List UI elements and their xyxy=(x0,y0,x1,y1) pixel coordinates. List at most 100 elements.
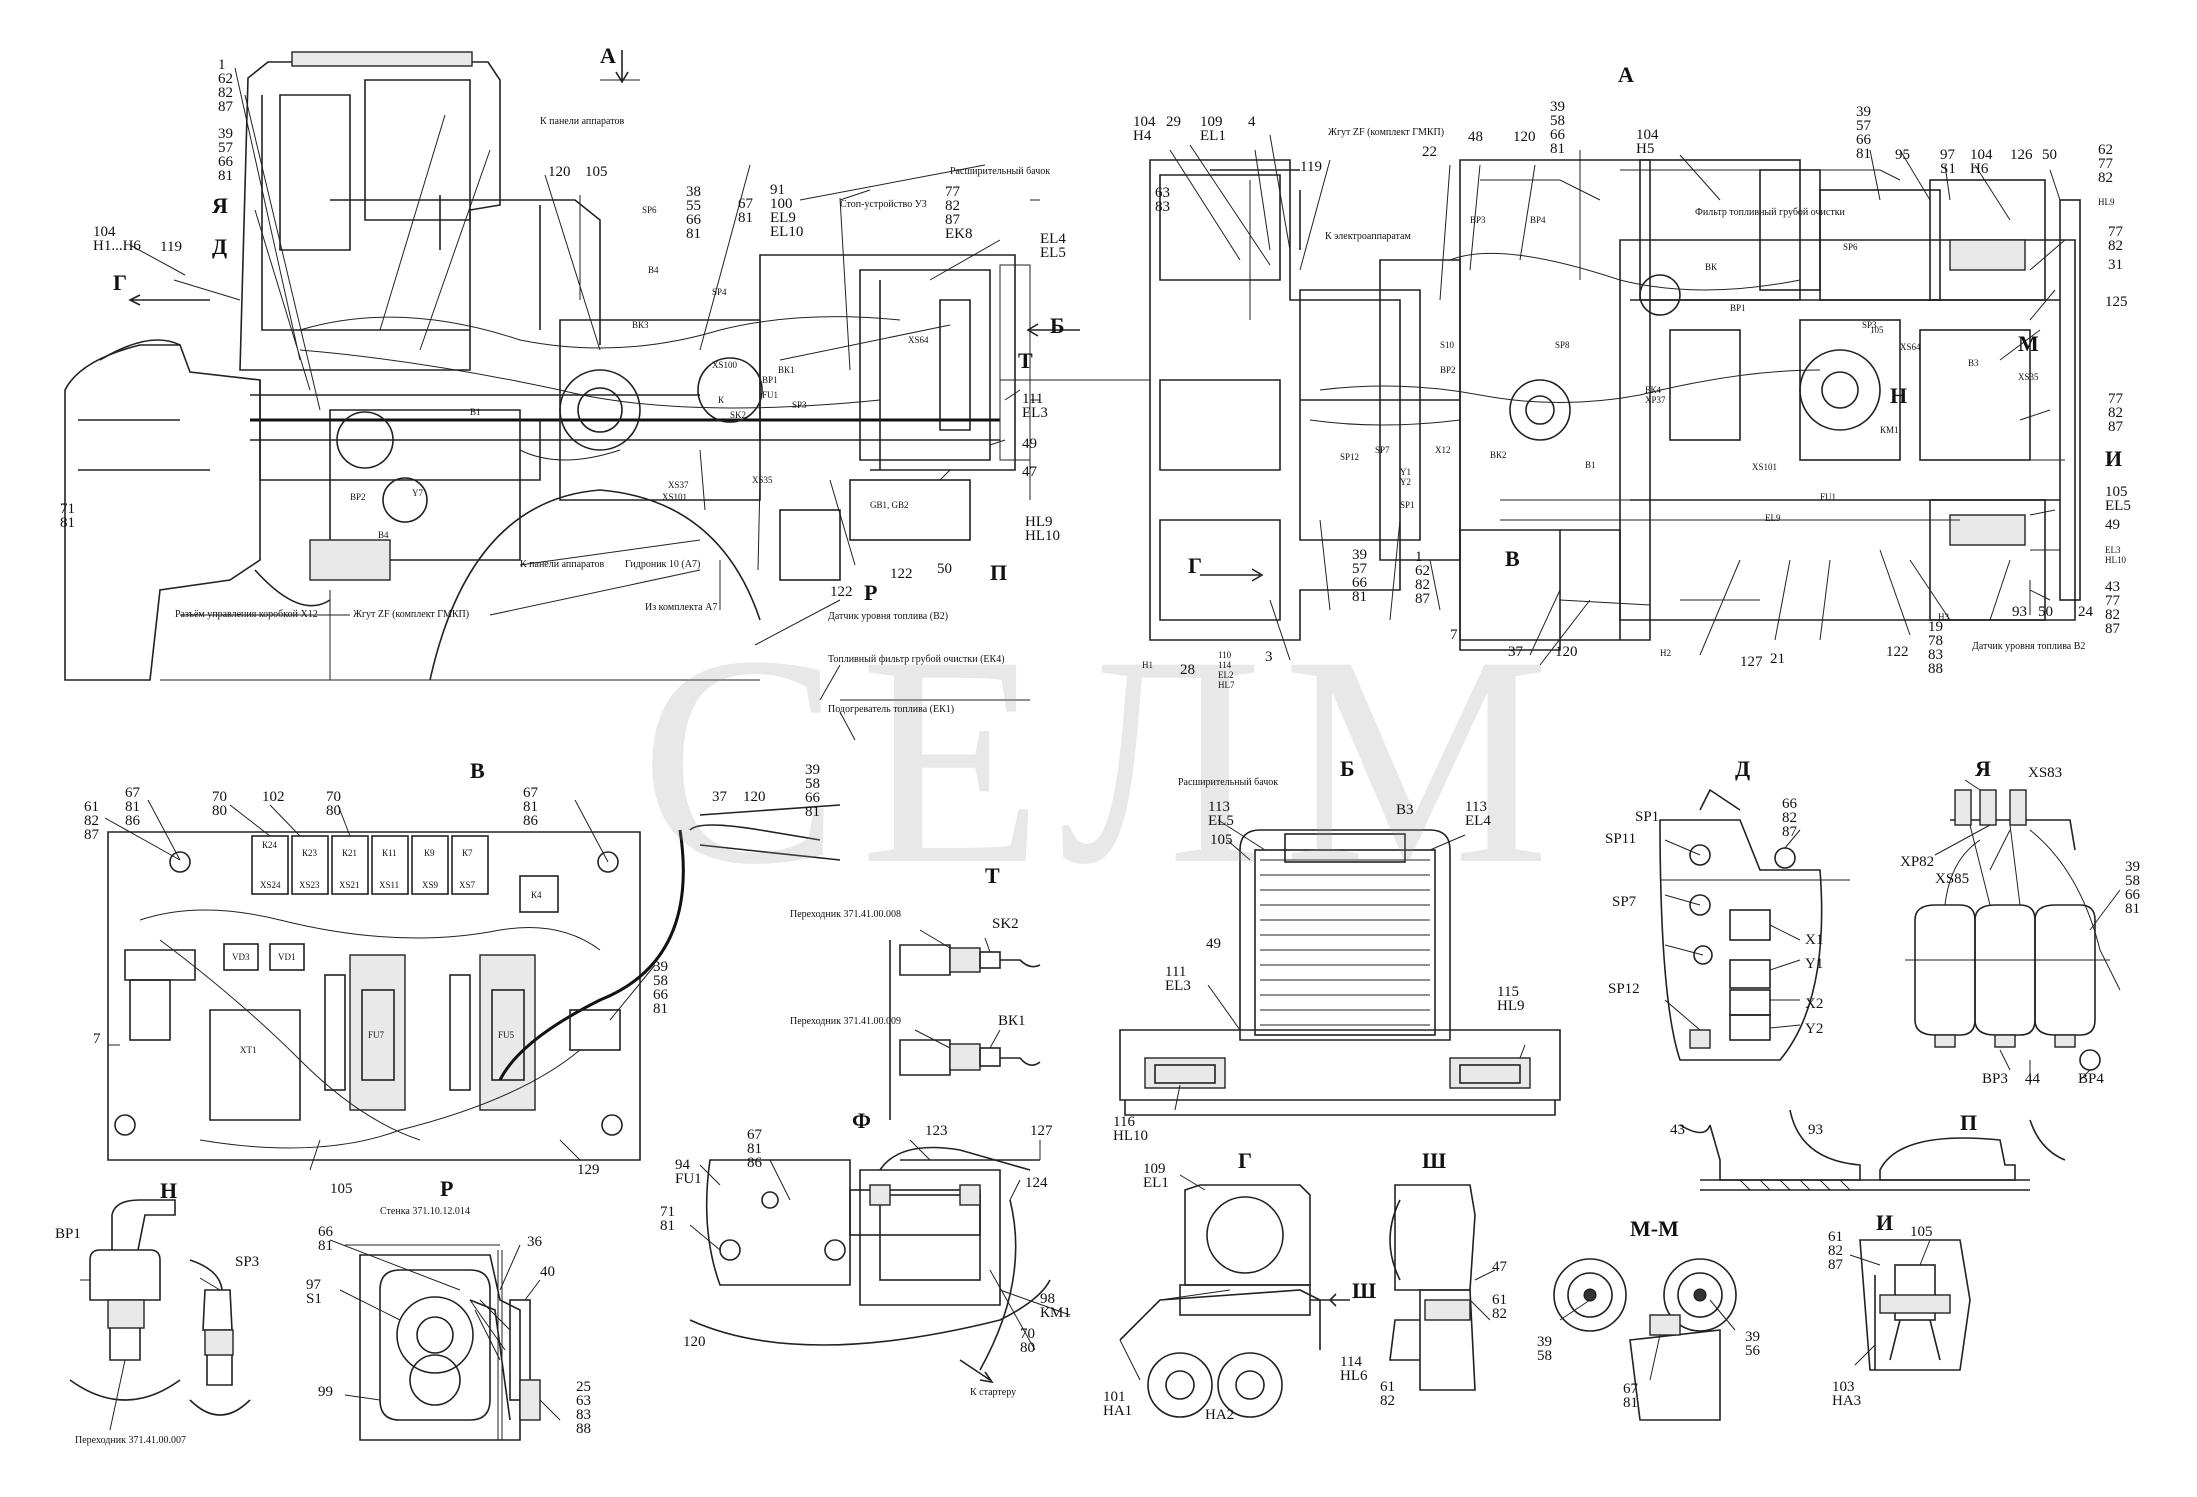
label: ВК3 xyxy=(632,320,649,330)
view-title-t: Т xyxy=(985,863,1000,888)
label: 95 xyxy=(1895,147,1910,163)
label: И xyxy=(2105,446,2123,471)
caption-gidronik: Гидроник 10 (А7) xyxy=(625,559,701,570)
view-title-i: И xyxy=(1876,1210,1894,1235)
label: 67 81 86 xyxy=(747,1127,762,1171)
label: HL9 HL10 xyxy=(1025,514,1060,544)
view-title-side: А xyxy=(600,43,616,68)
label: X12 xyxy=(1435,445,1451,455)
label: BP2 xyxy=(1440,365,1456,375)
label: 113 EL5 xyxy=(1208,799,1234,829)
label: 119 xyxy=(160,239,182,255)
label: В1 xyxy=(1585,460,1596,470)
label: К xyxy=(718,395,725,405)
label: 22 xyxy=(1422,144,1437,160)
label: 102 xyxy=(262,789,285,805)
label: ВК xyxy=(1705,262,1718,272)
label: 50 xyxy=(2038,604,2053,620)
view-title-v: В xyxy=(470,758,485,783)
label: XS11 xyxy=(379,880,400,890)
label: X1 xyxy=(1805,932,1824,948)
label: 61 82 xyxy=(1492,1292,1507,1322)
label: SP12 xyxy=(1608,981,1640,997)
label: 40 xyxy=(540,1264,555,1280)
view-title-b: Б xyxy=(1340,756,1355,781)
label: SP4 xyxy=(712,287,727,297)
label: FU1 xyxy=(762,390,779,400)
label: SP3 xyxy=(235,1254,260,1270)
caption-zhgut-side: Жгут ZF (комплект ГМКП) xyxy=(353,609,470,620)
label: 61 82 87 xyxy=(1828,1229,1843,1273)
label: 61 82 xyxy=(1380,1379,1395,1409)
label: ВР1 xyxy=(55,1226,81,1242)
label: 67 81 86 xyxy=(523,785,538,829)
label: 93 xyxy=(1808,1122,1823,1138)
label: 21 xyxy=(1770,651,1785,667)
label: 61 82 87 xyxy=(84,799,99,843)
label: Г xyxy=(113,270,127,295)
label: 1 62 82 87 xyxy=(1415,549,1430,607)
label: Н2 xyxy=(1660,648,1671,658)
label: 47 xyxy=(1492,1259,1507,1275)
label: 7 xyxy=(1450,627,1458,643)
label: X2 xyxy=(1805,996,1824,1012)
label: В3 xyxy=(1968,358,1979,368)
label: SP1 xyxy=(1400,500,1415,510)
view-title-p: П xyxy=(1960,1110,1978,1135)
caption-rasshir-side: Расширительный бачок xyxy=(950,166,1051,177)
label: XS64 xyxy=(908,335,929,345)
label: FU7 xyxy=(368,1030,385,1040)
label: 70 80 xyxy=(212,789,227,819)
label: Ш xyxy=(1352,1278,1377,1303)
label: К11 xyxy=(382,848,397,858)
caption-perehodnik-008: Переходник 371.41.00.008 xyxy=(790,909,901,920)
label: 39 58 66 81 xyxy=(1550,99,1565,157)
label: XS7 xyxy=(459,880,476,890)
label: 28 xyxy=(1180,662,1195,678)
label: 63 83 xyxy=(1155,185,1170,215)
view-title-ya: Я xyxy=(1975,756,1991,781)
view-title-f: Ф xyxy=(852,1108,871,1133)
label: 39 58 66 81 xyxy=(805,762,820,820)
label: М xyxy=(2018,331,2039,356)
view-b-front xyxy=(1119,819,1561,1116)
label: 66 81 xyxy=(318,1224,333,1254)
view-mm-section xyxy=(1553,1258,1737,1421)
label: 104 Н5 xyxy=(1636,127,1659,157)
label: SP7 xyxy=(1375,445,1390,455)
label: 43 xyxy=(1670,1122,1685,1138)
label: 91 100 EL9 EL10 xyxy=(770,182,804,240)
label: FU1 xyxy=(1820,492,1837,502)
label: SP8 xyxy=(1555,340,1570,350)
label: HL9 xyxy=(2098,197,2115,207)
label: 77 82 87 EK8 xyxy=(945,184,973,242)
label: ВК2 xyxy=(1490,450,1507,460)
view-d-sensors xyxy=(1659,788,1870,1191)
label: XS83 xyxy=(2028,765,2063,781)
label: 3 xyxy=(1265,649,1273,665)
caption-stenka: Стенка 371.10.12.014 xyxy=(380,1206,470,1217)
caption-zhgut-top: Жгут ZF (комплект ГМКП) xyxy=(1328,127,1445,138)
label: 105 xyxy=(1210,832,1233,848)
label: 122 xyxy=(890,566,913,582)
label: GB1, GB2 xyxy=(870,500,909,510)
caption-toplivny-filtr: Топливный фильтр грубой очистки (ЕК4) xyxy=(828,654,1005,665)
label: 70 80 xyxy=(1020,1326,1035,1356)
label: 44 xyxy=(2025,1071,2040,1087)
label: 43 77 82 87 xyxy=(2105,579,2120,637)
label: 39 56 xyxy=(1745,1329,1760,1359)
label: В4 xyxy=(648,265,659,275)
label: В3 xyxy=(1396,802,1414,818)
view-sh-lamp xyxy=(1389,1184,1496,1391)
label: Б xyxy=(1050,313,1065,338)
label: 25 63 83 88 xyxy=(576,1379,591,1437)
label: В4 xyxy=(378,530,389,540)
label: FU5 xyxy=(498,1030,515,1040)
label: EL9 xyxy=(1765,513,1781,523)
label: Н3 xyxy=(1938,612,1949,622)
label: 120 xyxy=(1555,644,1578,660)
label: 39 57 66 81 xyxy=(1856,104,1871,162)
label: 77 82 87 xyxy=(2108,391,2123,435)
label: 101 НА1 xyxy=(1103,1389,1133,1419)
